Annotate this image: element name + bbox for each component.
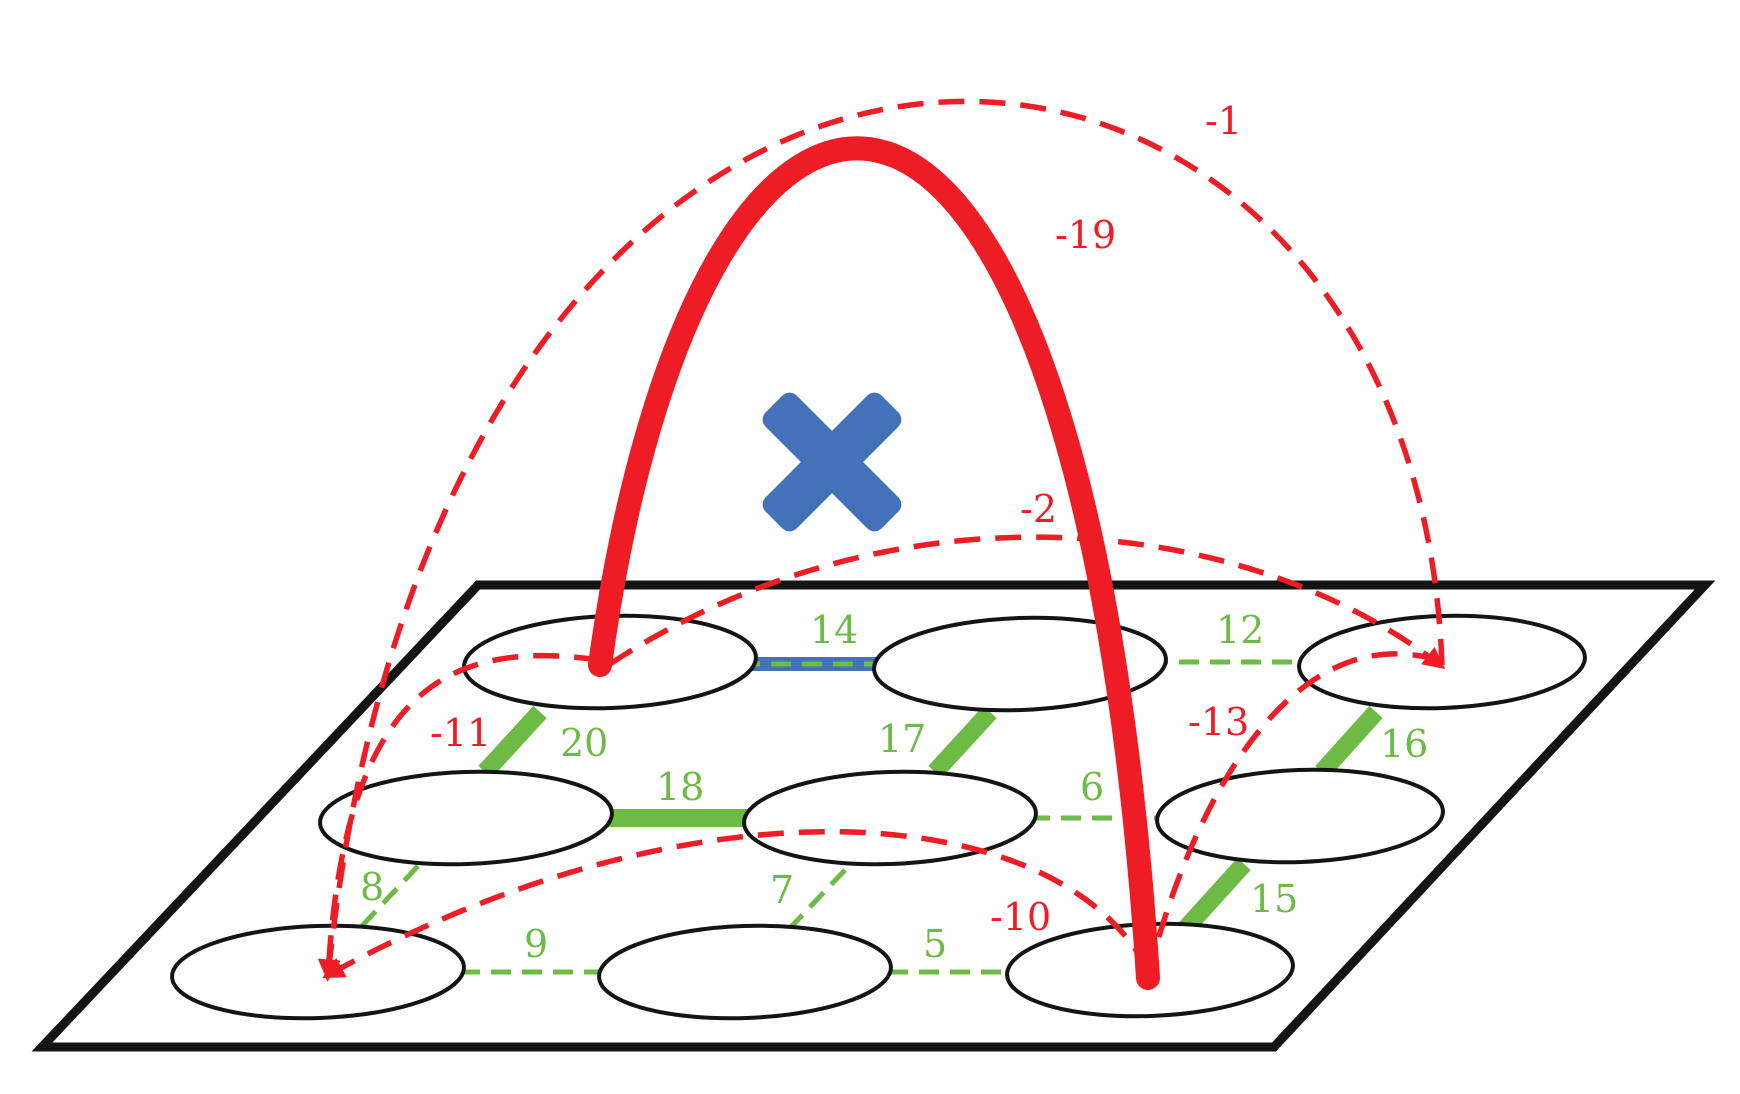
node-mid-left <box>318 769 614 867</box>
edge-label-18: 18 <box>656 765 704 809</box>
lower-dashed-arc <box>322 829 1151 979</box>
edge-label-9: 9 <box>524 922 548 966</box>
edge-label-5: 5 <box>923 922 947 966</box>
edge-label-20: 20 <box>560 721 608 765</box>
edge-top-left-down <box>478 705 547 779</box>
grid-edges <box>358 657 1383 975</box>
arc-label-minus-1: -1 <box>1205 99 1242 143</box>
upper-dashed-arc <box>608 534 1446 670</box>
edge-label-17: 17 <box>878 717 926 761</box>
node-mid-mid <box>742 769 1038 867</box>
node-mid-right <box>1155 767 1445 865</box>
x-icon <box>762 392 902 532</box>
edge-label-12: 12 <box>1216 608 1264 652</box>
edge-top-mid-down <box>928 705 997 779</box>
edge-mid-right-down <box>1179 857 1251 935</box>
arc-label-minus-10: -10 <box>990 895 1051 939</box>
left-dashed-arc <box>317 652 601 982</box>
edge-label-15: 15 <box>1250 877 1298 921</box>
edge-top-right-down <box>1315 705 1383 779</box>
edge-mid-left-down <box>358 864 420 930</box>
node-bot-mid <box>597 923 893 1021</box>
red-dashed-arcs <box>317 98 1446 982</box>
nodes <box>170 613 1587 1021</box>
right-dashed-arc <box>1147 651 1439 969</box>
arc-label-minus-13: -13 <box>1188 700 1249 744</box>
edge-label-8: 8 <box>360 865 384 909</box>
solid-red-arc <box>588 136 1160 990</box>
node-bot-left <box>170 923 466 1021</box>
outer-dashed-arc <box>318 98 1445 982</box>
edge-label-16: 16 <box>1380 722 1428 766</box>
edge-label-7: 7 <box>770 868 794 912</box>
node-top-mid <box>872 615 1168 713</box>
arc-label-minus-11: -11 <box>430 711 491 755</box>
edge-label-6: 6 <box>1080 765 1104 809</box>
edge-label-14: 14 <box>810 608 858 652</box>
edge-mid-mid-down <box>788 868 847 930</box>
arc-label-minus-19: -19 <box>1055 213 1116 257</box>
arc-label-minus-2: -2 <box>1020 487 1057 531</box>
